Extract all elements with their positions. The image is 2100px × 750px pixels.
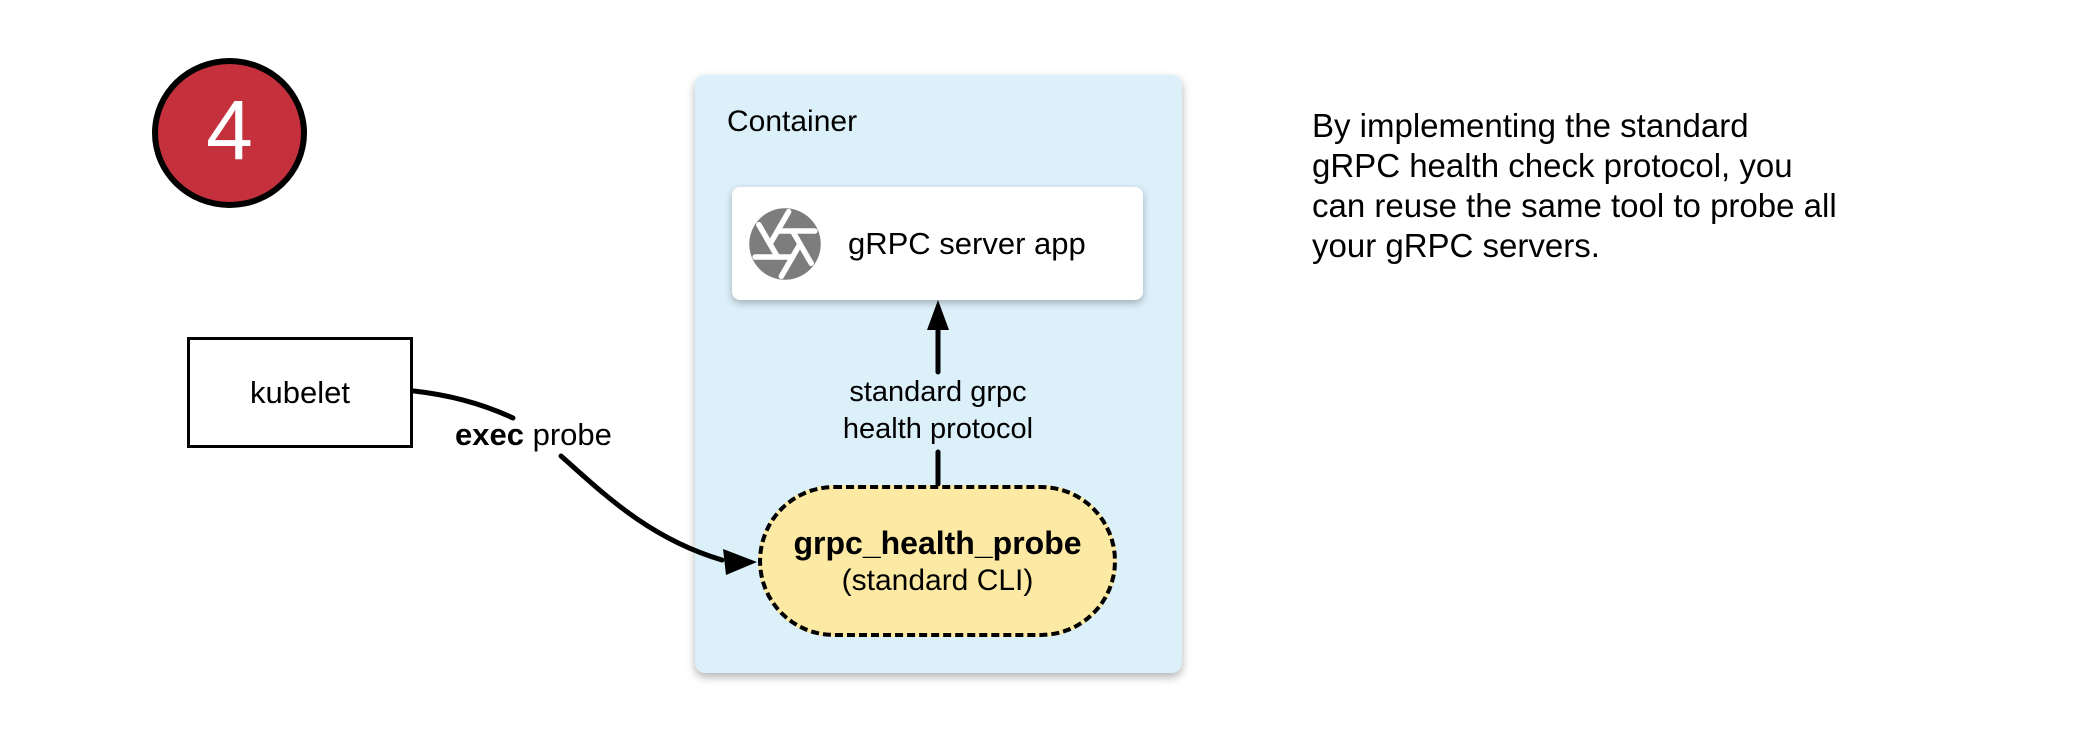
aperture-icon xyxy=(749,207,821,280)
container-title: Container xyxy=(727,105,858,138)
kubelet-label: kubelet xyxy=(250,374,350,410)
note-line: can reuse the same tool to probe all xyxy=(1312,187,1837,224)
step-number: 4 xyxy=(206,83,253,177)
grpc-server-app-box: gRPC server app xyxy=(732,187,1143,300)
health-protocol-line1: standard grpc xyxy=(849,376,1027,408)
note-line: your gRPC servers. xyxy=(1312,227,1600,264)
container-box: Container gRPC server app standard grpc … xyxy=(695,75,1182,673)
grpc-health-probe-name: grpc_health_probe xyxy=(793,525,1082,561)
grpc-health-probe-pill: grpc_health_probe (standard CLI) xyxy=(758,485,1117,637)
health-protocol-line2: health protocol xyxy=(842,413,1034,445)
note-line: By implementing the standard xyxy=(1312,107,1749,144)
exec-probe-label-bold: exec xyxy=(455,417,524,452)
health-protocol-label: standard grpc health protocol xyxy=(843,374,1033,448)
kubelet-box: kubelet xyxy=(187,337,413,448)
grpc-server-app-label: gRPC server app xyxy=(848,225,1086,261)
exec-probe-label: exec probe xyxy=(455,417,612,453)
note-line: gRPC health check protocol, you xyxy=(1312,147,1793,184)
note-text: By implementing the standard gRPC health… xyxy=(1312,106,1837,266)
exec-probe-label-regular: probe xyxy=(523,417,612,452)
step-number-badge: 4 xyxy=(152,58,307,208)
grpc-health-probe-subtitle: (standard CLI) xyxy=(841,564,1034,597)
